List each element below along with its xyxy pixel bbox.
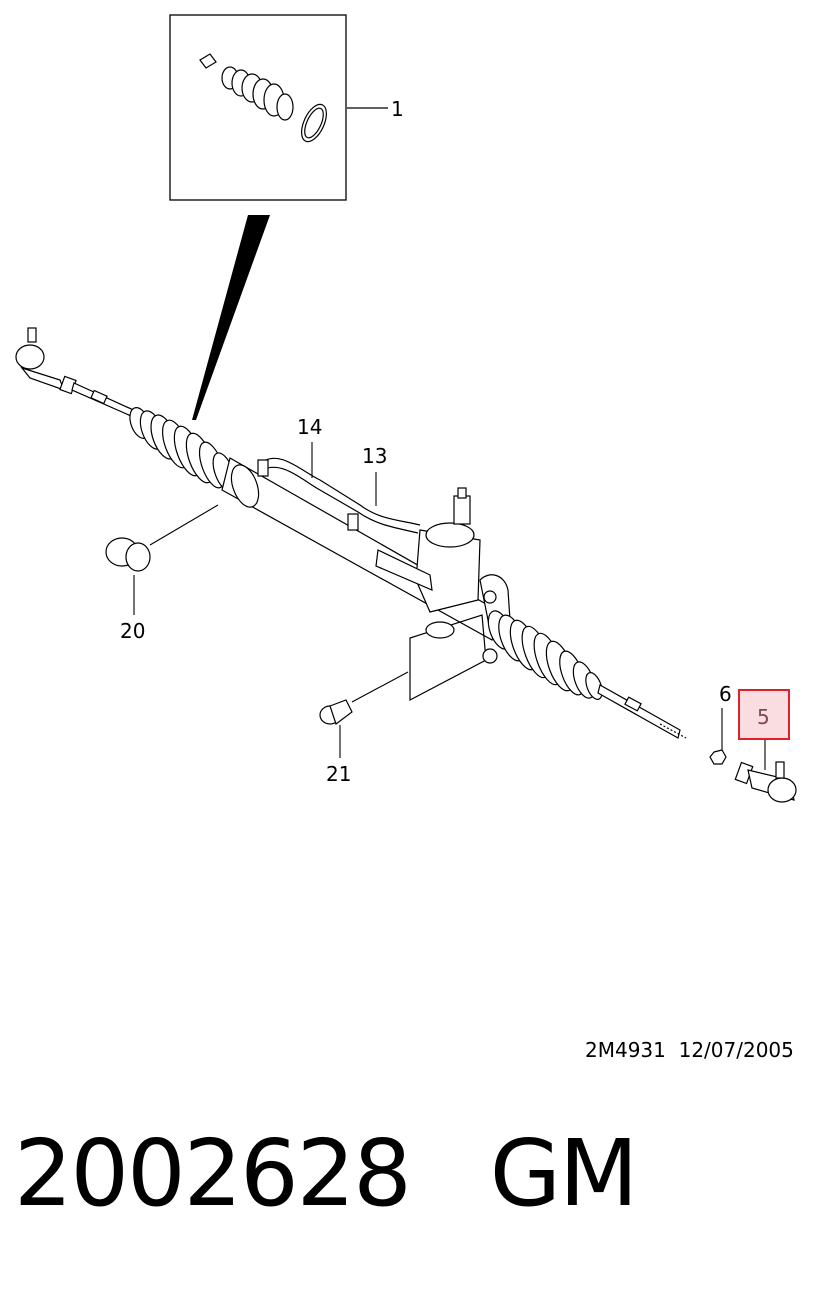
callout-13[interactable]: 13 xyxy=(362,444,387,468)
callout-20[interactable]: 20 xyxy=(120,619,145,643)
part-number-line: 2002628 GM xyxy=(14,1120,639,1227)
part-number: 2002628 xyxy=(14,1120,412,1227)
hydraulic-lines xyxy=(261,457,421,534)
left-tie-rod-end xyxy=(15,327,77,395)
brand-name: GM xyxy=(489,1120,639,1227)
bushing-right xyxy=(319,699,353,725)
right-tie-rod-thread xyxy=(659,723,687,739)
bushing-left xyxy=(105,537,151,572)
inset-pointer xyxy=(192,215,270,420)
callout-1[interactable]: 1 xyxy=(391,97,404,121)
boot-kit-illustration xyxy=(199,53,327,143)
inset-boot-kit: 1 xyxy=(169,14,404,201)
left-boot xyxy=(129,407,236,492)
rack-assembly xyxy=(15,327,797,803)
jam-nut xyxy=(709,749,727,765)
right-boot xyxy=(487,610,603,700)
callout-14[interactable]: 14 xyxy=(297,415,322,439)
drawing-date: 12/07/2005 xyxy=(678,1038,794,1062)
callout-6[interactable]: 6 xyxy=(719,682,732,706)
callout-5[interactable]: 5 xyxy=(757,705,770,729)
right-tie-rod xyxy=(597,684,681,739)
drawing-reference: 2M4931 12/07/2005 xyxy=(585,1038,794,1062)
outer-tie-rod-end xyxy=(734,761,797,803)
callout-5-highlight[interactable]: 5 xyxy=(738,689,790,740)
callout-21[interactable]: 21 xyxy=(326,762,351,786)
pinion-housing xyxy=(375,487,481,613)
drawing-ref-code: 2M4931 xyxy=(585,1038,666,1062)
leader-lines xyxy=(133,442,766,770)
